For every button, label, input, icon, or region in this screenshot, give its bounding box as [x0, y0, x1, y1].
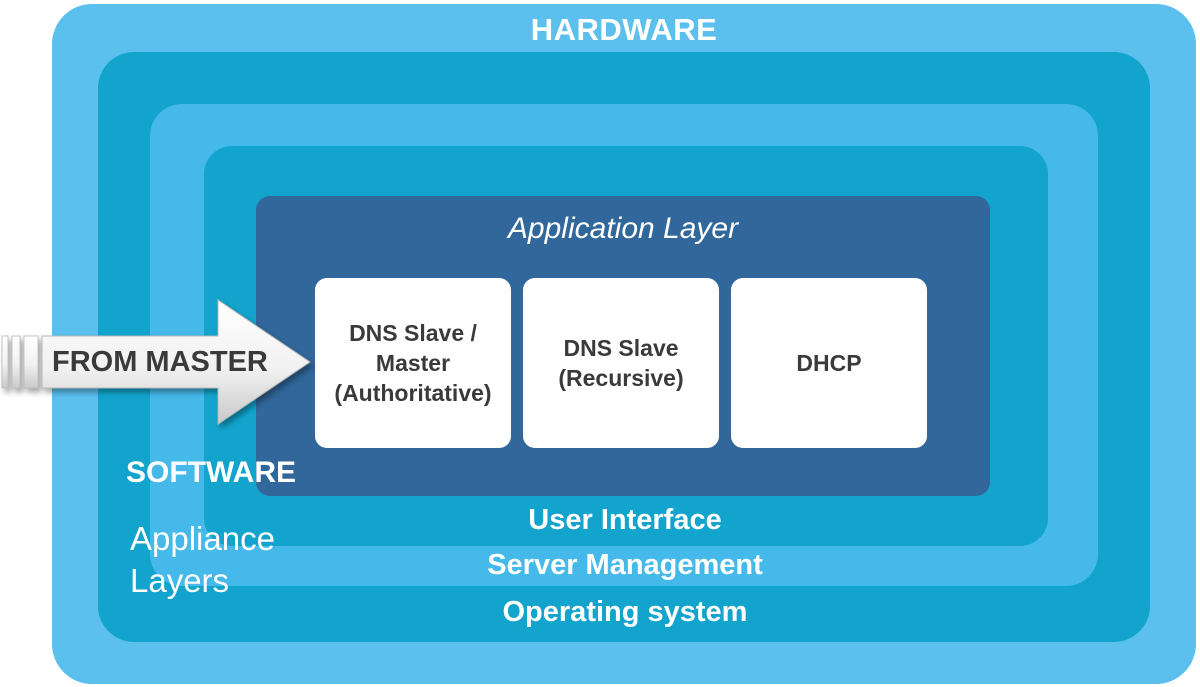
- dns-authoritative-box: DNS Slave / Master (Authoritative): [315, 278, 511, 448]
- server-management-label: Server Management: [487, 549, 763, 581]
- hardware-label: HARDWARE: [530, 12, 718, 47]
- software-label: SOFTWARE: [126, 456, 296, 489]
- from-master-label: FROM MASTER: [52, 346, 268, 378]
- appliance-layers-label: Appliance Layers: [130, 520, 275, 599]
- application-layer-label: Application Layer: [507, 212, 739, 245]
- dhcp-box: DHCP: [731, 278, 927, 448]
- operating-system-label: Operating system: [502, 596, 748, 628]
- dns-recursive-box: DNS Slave (Recursive): [523, 278, 719, 448]
- from-master-arrow-icon: [1, 299, 311, 425]
- user-interface-label: User Interface: [528, 504, 722, 536]
